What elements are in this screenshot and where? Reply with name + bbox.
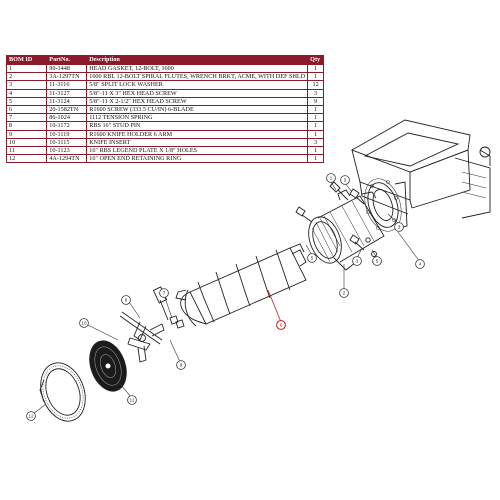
callout-3a: 3 [340, 175, 350, 185]
bom-cell-qty: 1 [307, 146, 324, 156]
bom-cell-qty: 1 [307, 129, 324, 139]
svg-text:12: 12 [28, 414, 34, 419]
bom-header-row: BOM ID PartNo. Description Qty [5, 55, 324, 65]
svg-text:9: 9 [180, 363, 183, 368]
svg-text:6: 6 [280, 323, 283, 328]
callout-9: 9 [176, 360, 186, 370]
callout-10: 10 [79, 318, 89, 328]
callout-12: 12 [26, 411, 36, 421]
legend-plate [89, 340, 127, 392]
svg-text:3: 3 [356, 259, 359, 264]
callout-11: 11 [127, 395, 137, 405]
bom-cell-qty: 1 [307, 72, 324, 82]
bom-cell-id: 12 [5, 154, 48, 164]
leader-lines [32, 181, 421, 415]
bom-cell-description: 16" OPEN END RETAINING RING [86, 154, 309, 164]
callout-6: 6 [276, 320, 286, 330]
svg-text:11: 11 [130, 398, 135, 403]
svg-text:3: 3 [344, 178, 347, 183]
bom-cell-qty: 1 [307, 154, 324, 164]
callout-8: 8 [121, 295, 131, 305]
svg-text:8: 8 [125, 298, 128, 303]
bom-cell-qty: 1 [307, 121, 324, 131]
bom-cell-qty: 9 [307, 96, 324, 107]
bom-cell-qty: 1 [307, 63, 324, 74]
svg-text:7: 7 [163, 291, 166, 296]
svg-text:2: 2 [343, 291, 346, 296]
callout-5b: 5 [307, 253, 317, 263]
callout-5a: 5 [372, 256, 382, 266]
bom-cell-qty: 3 [307, 137, 324, 148]
retaining-ring [39, 362, 86, 422]
small-parts [152, 286, 185, 329]
svg-text:5: 5 [311, 256, 314, 261]
bolts-and-washers [295, 181, 377, 257]
screw-auger [175, 243, 307, 327]
callout-7: 7 [159, 288, 169, 298]
svg-text:3: 3 [398, 225, 401, 230]
bom-cell-qty: 12 [307, 80, 324, 90]
callout-3b: 3 [394, 222, 404, 232]
callout-3c: 3 [352, 256, 362, 266]
callout-2: 2 [339, 288, 349, 298]
bom-cell-qty: 1 [307, 113, 324, 123]
head-barrel [308, 189, 385, 271]
svg-text:1: 1 [330, 176, 333, 181]
hopper-housing [350, 119, 491, 232]
svg-text:10: 10 [81, 321, 87, 326]
knife-holder [119, 311, 165, 363]
bom-cell-qty: 3 [307, 88, 324, 98]
bom-cell-description: 1600 RBL 12-BOLT SPIRAL FLUTES, WRENCH B… [86, 72, 309, 82]
bom-cell-qty: 1 [307, 105, 324, 115]
callouts: 1 3 3 4 5 3 2 5 6 7 8 9 10 11 12 [26, 173, 425, 421]
callout-1: 1 [326, 173, 336, 183]
callout-4: 4 [415, 259, 425, 269]
svg-text:5: 5 [376, 259, 379, 264]
svg-text:4: 4 [419, 262, 422, 267]
